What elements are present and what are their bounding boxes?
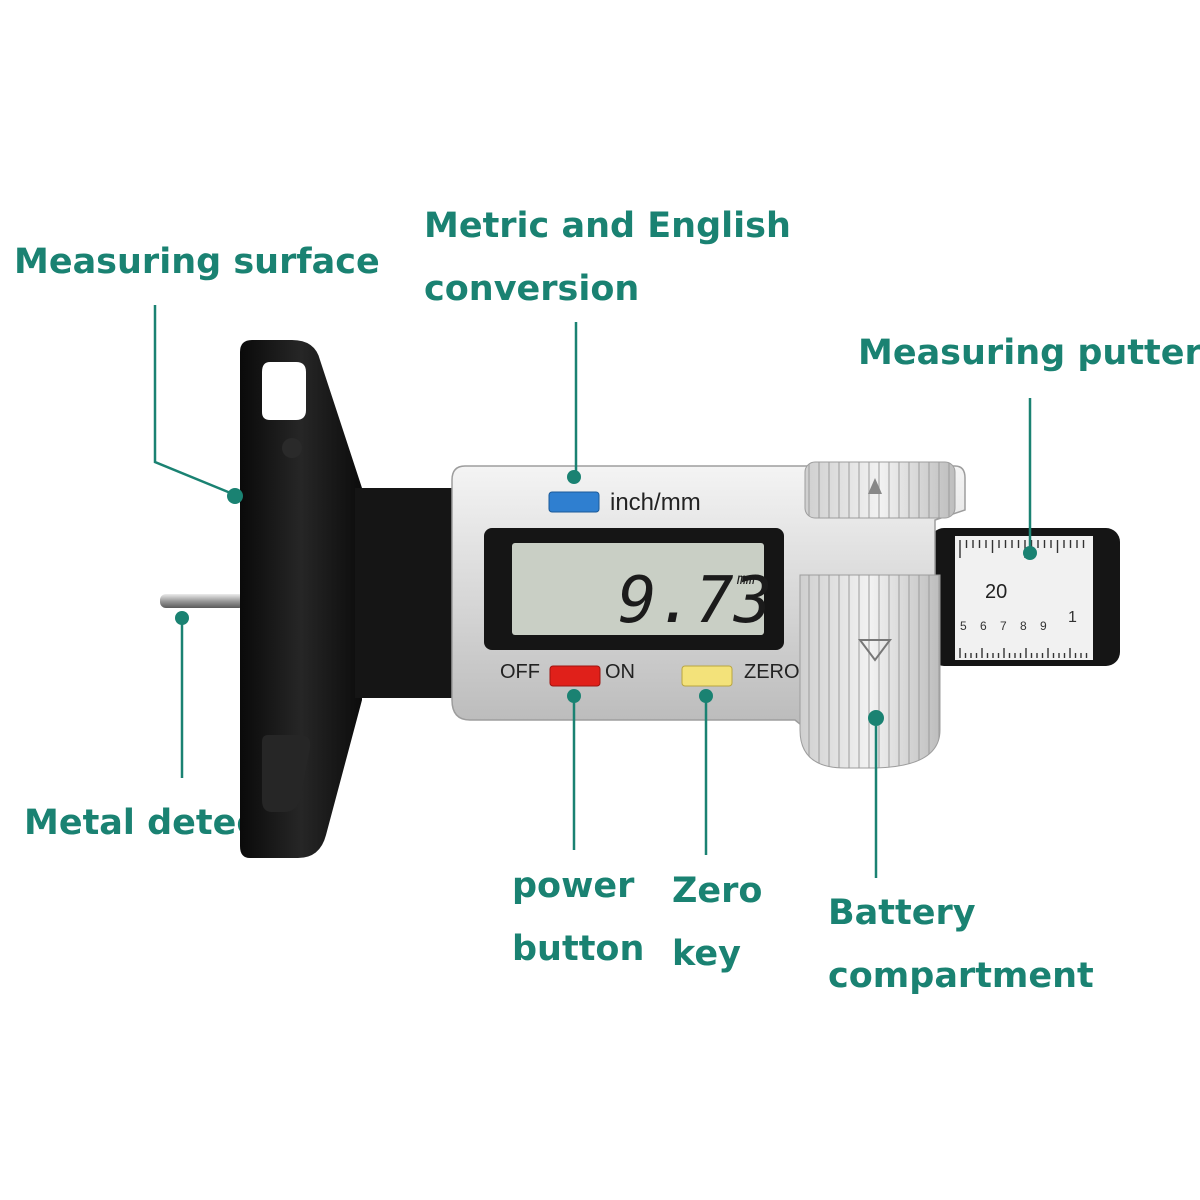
ruler-digit: 5 [960,619,967,633]
measuring-putter-text: Measuring putter [858,333,1200,373]
power-button-line2: button [512,929,645,969]
metric-english-line1: Metric and English [424,206,791,246]
display-unit: mm [736,570,755,588]
metal-detector-pin [160,594,245,608]
metric-english-line2: conversion [424,269,640,309]
ruler-digit: 6 [980,619,987,633]
power-button-label: power button [512,855,644,981]
unit-button-marker [567,470,581,484]
on-label: ON [605,661,635,683]
battery-compartment-label: Battery compartment [828,882,1094,1008]
ruler-digit: 8 [1020,619,1027,633]
unit-toggle-button[interactable] [548,491,600,513]
measuring-surface-label: Measuring surface [14,231,380,294]
power-button-marker [567,689,581,703]
unit-button-label: inch/mm [610,489,701,516]
ruler-digit: 1 [1068,609,1077,626]
off-label: OFF [500,661,540,683]
zero-label: ZERO [744,661,800,683]
measuring-base-body [240,340,465,858]
zero-key-label: Zero key [672,860,762,986]
power-button[interactable] [549,665,601,687]
measuring-surface-text: Measuring surface [14,242,380,282]
display-value: 9.73 [618,564,772,638]
battery-compartment-marker [868,710,884,726]
leader-lines [153,305,1032,878]
zero-key-marker [699,689,713,703]
measuring-putter-marker [1023,546,1037,560]
battery-line1: Battery [828,893,976,933]
zero-key-line1: Zero [672,871,763,911]
metric-english-conversion-label: Metric and English conversion [424,195,791,321]
measuring-surface-marker [227,488,243,504]
measuring-putter-label: Measuring putter [858,322,1200,385]
ruler-digit: 9 [1040,619,1047,633]
lcd-display: 9.73 mm [484,528,784,650]
power-button-line1: power [512,866,635,906]
ruler-scale-number: 20 [985,581,1007,603]
battery-line2: compartment [828,956,1094,996]
metal-detector-marker [175,611,189,625]
zero-key-line2: key [672,934,741,974]
leader-measuring-surface [153,305,234,496]
zero-key-button[interactable] [681,665,733,687]
ruler-digit: 7 [1000,619,1007,633]
